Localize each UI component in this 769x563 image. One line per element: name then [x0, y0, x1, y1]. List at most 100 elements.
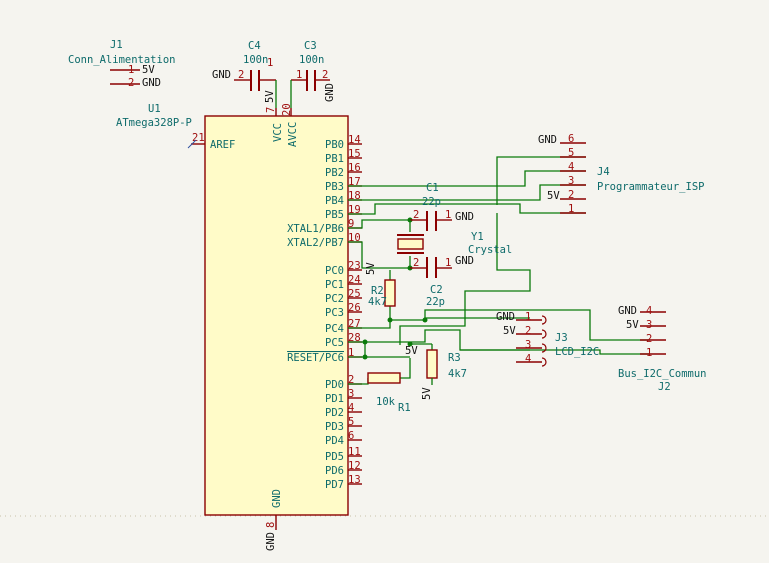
j4-net-gnd: GND: [538, 134, 557, 146]
c3-pin2: 2: [322, 69, 328, 81]
r2-net: 5V: [365, 262, 377, 275]
connector-j1[interactable]: J1 Conn_Alimentation 1 2 5V GND: [68, 39, 175, 89]
capacitor-c4[interactable]: C4 100n GND 2 1 5V: [212, 40, 277, 108]
c1-pin1: 1: [445, 209, 451, 221]
c2-value: 22p: [426, 296, 445, 308]
u1-pin-number: 6: [348, 430, 354, 442]
u1-pin-name: RESET/PC6: [287, 352, 344, 364]
u1-pin-number: 9: [348, 218, 354, 230]
c2-pin2: 2: [413, 257, 419, 269]
u1-pin-name: PC4: [325, 323, 344, 335]
connector-j4[interactable]: 6 5 4 3 2 1 GND 5V J4 Programmateur_ISP: [538, 133, 704, 215]
y1-value: Crystal: [468, 244, 512, 256]
crystal-y1[interactable]: Y1 Crystal: [397, 220, 512, 268]
j2-pin1: 1: [646, 347, 652, 359]
u1-pin-name: PB5: [325, 209, 344, 221]
j1-pin1: 1: [128, 64, 134, 76]
r1-net: 5V: [405, 345, 418, 357]
u1-pin-number: 5: [348, 416, 354, 428]
c3-value: 100n: [299, 54, 324, 66]
c4-pin1: 1: [267, 57, 273, 69]
u1-pin-number: 13: [348, 474, 361, 486]
c4-value: 100n: [243, 54, 268, 66]
u1-pin-number: 17: [348, 176, 361, 188]
r2-value: 4k7: [368, 296, 387, 308]
u1-pin-number: 4: [348, 402, 354, 414]
connector-j2[interactable]: 4 3 2 1 GND 5V Bus_I2C_Commun J2: [618, 305, 707, 393]
resistor-r2[interactable]: 5V R2 4k7: [365, 262, 396, 308]
capacitor-c1[interactable]: C1 22p 2 1 GND: [410, 182, 474, 231]
c4-ref: C4: [248, 40, 261, 52]
u1-pin-name: PD5: [325, 451, 344, 463]
j2-ref: J2: [658, 381, 671, 393]
u1-pin-number: 12: [348, 460, 361, 472]
resistor-r1[interactable]: 5V 10k R1: [367, 345, 418, 414]
capacitor-c2[interactable]: 2 1 GND C2 22p: [410, 255, 474, 308]
r2-ref: R2: [371, 285, 384, 297]
u1-pin-name: PC5: [325, 337, 344, 349]
u1-pin-name: PB2: [325, 167, 344, 179]
u1-pin-number: 2: [348, 374, 354, 386]
j2-pin4: 4: [646, 305, 652, 317]
j3-ref: J3: [555, 332, 568, 344]
wires: [348, 156, 650, 385]
mcu-u1[interactable]: U1 ATmega328P-P 7 20 VCC AVCC 21 AREF GN…: [116, 103, 362, 551]
u1-pin-name: PC3: [325, 307, 344, 319]
u1-pin-name: PB0: [325, 139, 344, 151]
j4-net-5v: 5V: [547, 190, 560, 202]
j1-net-5v: 5V: [142, 64, 155, 76]
j1-net-gnd: GND: [142, 77, 161, 89]
u1-avcc-name: AVCC: [287, 122, 299, 147]
j4-pin5: 5: [568, 147, 574, 159]
u1-pin-number: 24: [348, 274, 361, 286]
u1-pin-number: 28: [348, 332, 361, 344]
u1-vcc-num: 7: [265, 107, 277, 113]
j2-pin2: 2: [646, 333, 652, 345]
connector-j3[interactable]: 1 2 3 4 GND 5V J3 LCD_I2C: [496, 311, 599, 367]
c2-net: GND: [455, 255, 474, 267]
j3-pin1: 1: [525, 311, 531, 323]
u1-gnd-net: GND: [265, 532, 277, 551]
u1-pin-number: 3: [348, 388, 354, 400]
u1-pin-name: PC1: [325, 279, 344, 291]
u1-pin-number: 18: [348, 190, 361, 202]
u1-pin-number: 16: [348, 162, 361, 174]
r3-value: 4k7: [448, 368, 467, 380]
u1-pin-number: 15: [348, 148, 361, 160]
j4-ref: J4: [597, 166, 610, 178]
u1-pin-name: XTAL2/PB7: [287, 237, 344, 249]
c2-pin1: 1: [445, 257, 451, 269]
capacitor-c3[interactable]: C3 100n 1 2 GND: [290, 40, 336, 108]
j2-value: Bus_I2C_Commun: [618, 368, 707, 380]
u1-pin-name: PB3: [325, 181, 344, 193]
u1-pin-name: PB4: [325, 195, 344, 207]
j3-pin2: 2: [525, 325, 531, 337]
j2-net-gnd: GND: [618, 305, 637, 317]
c1-net: GND: [455, 211, 474, 223]
u1-ref: U1: [148, 103, 161, 115]
u1-pin-name: PD4: [325, 435, 344, 447]
c1-pin2: 2: [413, 209, 419, 221]
j4-pin4: 4: [568, 161, 574, 173]
u1-gnd-name: GND: [271, 489, 283, 508]
j2-net-5v: 5V: [626, 319, 639, 331]
u1-pin-name: PD1: [325, 393, 344, 405]
j4-pin2: 2: [568, 189, 574, 201]
u1-pin-number: 19: [348, 204, 361, 216]
j4-pin3: 3: [568, 175, 574, 187]
c4-pin2: 2: [238, 69, 244, 81]
u1-pin-name: PC0: [325, 265, 344, 277]
y1-ref: Y1: [471, 231, 484, 243]
r3-ref: R3: [448, 352, 461, 364]
j4-value: Programmateur_ISP: [597, 181, 704, 193]
u1-pin-number: 11: [348, 446, 361, 458]
j3-net-gnd: GND: [496, 311, 515, 323]
j3-pin3: 3: [525, 339, 531, 351]
j3-net-5v: 5V: [503, 325, 516, 337]
c4-net-5v: 5V: [264, 90, 276, 103]
u1-pin-number: 27: [348, 318, 361, 330]
c1-value: 22p: [422, 196, 441, 208]
resistor-r3[interactable]: R3 4k7 5V: [421, 349, 467, 400]
u1-aref-name: AREF: [210, 139, 235, 151]
